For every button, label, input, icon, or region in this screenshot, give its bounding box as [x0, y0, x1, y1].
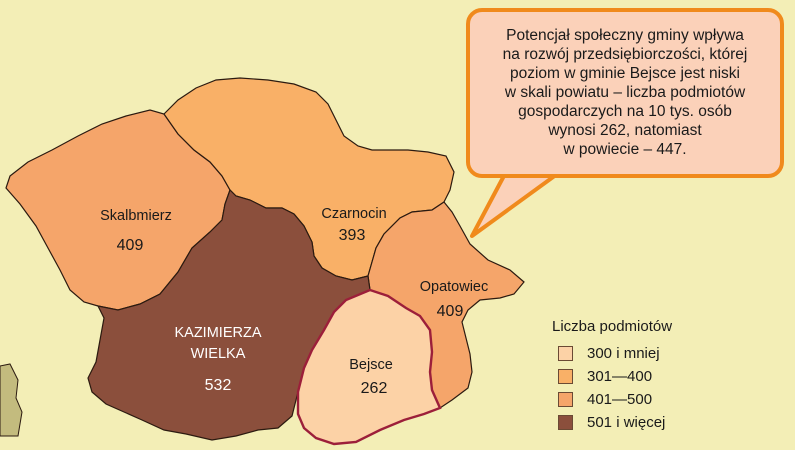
- legend-swatch: [558, 415, 573, 430]
- label-skalbmierz-value: 409: [117, 237, 144, 254]
- callout-line: poziom w gminie Bejsce jest niski: [509, 65, 740, 82]
- label-bejsce-value: 262: [361, 380, 388, 397]
- neighbouring-area: [0, 363, 23, 437]
- label-opatowiec-value: 409: [437, 303, 464, 320]
- legend-item: 301—400: [552, 365, 672, 388]
- callout-line: na rozwój przedsiębiorczości, której: [502, 46, 748, 63]
- label-bejsce-name: Bejsce: [349, 357, 393, 373]
- legend-item: 300 i mniej: [552, 342, 672, 365]
- callout-line: gospodarczych na 10 tys. osób: [518, 103, 732, 120]
- callout-line: wynosi 262, natomiast: [548, 122, 702, 139]
- legend-swatch: [558, 369, 573, 384]
- region-kazimierza-wielka[interactable]: [87, 188, 371, 441]
- region-bejsce[interactable]: [296, 288, 442, 446]
- info-callout: Potencjał społeczny gminy wpływa na rozw…: [466, 8, 784, 178]
- label-kazimierza-value: 532: [205, 377, 232, 394]
- callout-line: w skali powiatu – liczba podmiotów: [504, 84, 746, 101]
- label-opatowiec-name: Opatowiec: [420, 279, 489, 295]
- callout-line: w powiecie – 447.: [563, 141, 687, 158]
- label-kazimierza-name-line2: WIELKA: [191, 346, 246, 362]
- callout-line: Potencjał społeczny gminy wpływa: [506, 27, 744, 44]
- label-czarnocin-value: 393: [339, 227, 366, 244]
- legend-swatch: [558, 346, 573, 361]
- legend-label: 300 i mniej: [587, 345, 660, 362]
- legend-label: 301—400: [587, 368, 653, 385]
- label-czarnocin-name: Czarnocin: [321, 206, 386, 222]
- legend-swatch: [558, 392, 573, 407]
- legend-item: 401—500: [552, 388, 672, 411]
- legend-label: 501 i więcej: [587, 414, 666, 431]
- legend-title: Liczba podmiotów: [552, 318, 673, 335]
- label-kazimierza-name-line1: KAZIMIERZA: [174, 325, 261, 341]
- legend-item: 501 i więcej: [552, 411, 672, 434]
- legend-label: 401—500: [587, 391, 653, 408]
- label-skalbmierz-name: Skalbmierz: [100, 208, 172, 224]
- map-legend: Liczba podmiotów 300 i mniej 301—400 401…: [552, 318, 672, 434]
